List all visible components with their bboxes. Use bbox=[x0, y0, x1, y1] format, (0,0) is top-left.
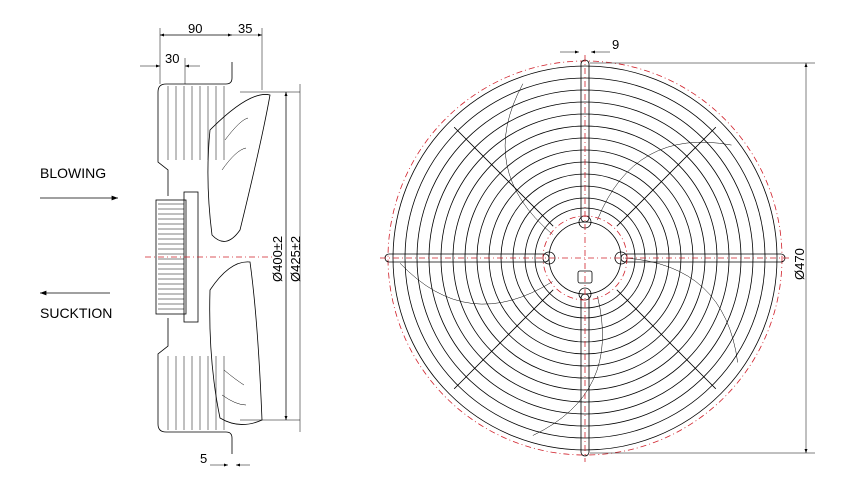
guard-diagonal-spoke bbox=[616, 126, 717, 227]
dim-diameter-470: Ø470 bbox=[792, 248, 807, 280]
dim-5: 5 bbox=[200, 451, 207, 466]
dim-90: 90 bbox=[188, 21, 202, 36]
suction-label: SUCKTION bbox=[40, 305, 112, 321]
blade-edge bbox=[597, 141, 732, 221]
guard-diagonal-spoke bbox=[453, 289, 554, 390]
guard-diagonal-spoke bbox=[453, 126, 554, 227]
dim-diameter-400: Ø400±2 bbox=[270, 236, 285, 282]
blade-upper bbox=[207, 94, 271, 242]
blade-edge bbox=[624, 257, 738, 363]
blade-edge bbox=[504, 83, 553, 235]
dim-9: 9 bbox=[612, 37, 619, 52]
dim-30: 30 bbox=[165, 51, 179, 66]
terminal-box bbox=[577, 270, 593, 284]
blade-lower bbox=[209, 261, 263, 425]
blade-edge bbox=[532, 295, 603, 436]
dim-35: 35 bbox=[238, 21, 252, 36]
side-view: 90 35 30 5 Ø400±2 Ø425±2 bbox=[140, 21, 303, 467]
guard-diagonal-spoke bbox=[616, 289, 717, 390]
blowing-label: BLOWING bbox=[40, 165, 106, 181]
blade-edge bbox=[399, 263, 553, 305]
front-view: 9 Ø470 bbox=[380, 37, 815, 462]
dim-diameter-425: Ø425±2 bbox=[288, 236, 303, 282]
